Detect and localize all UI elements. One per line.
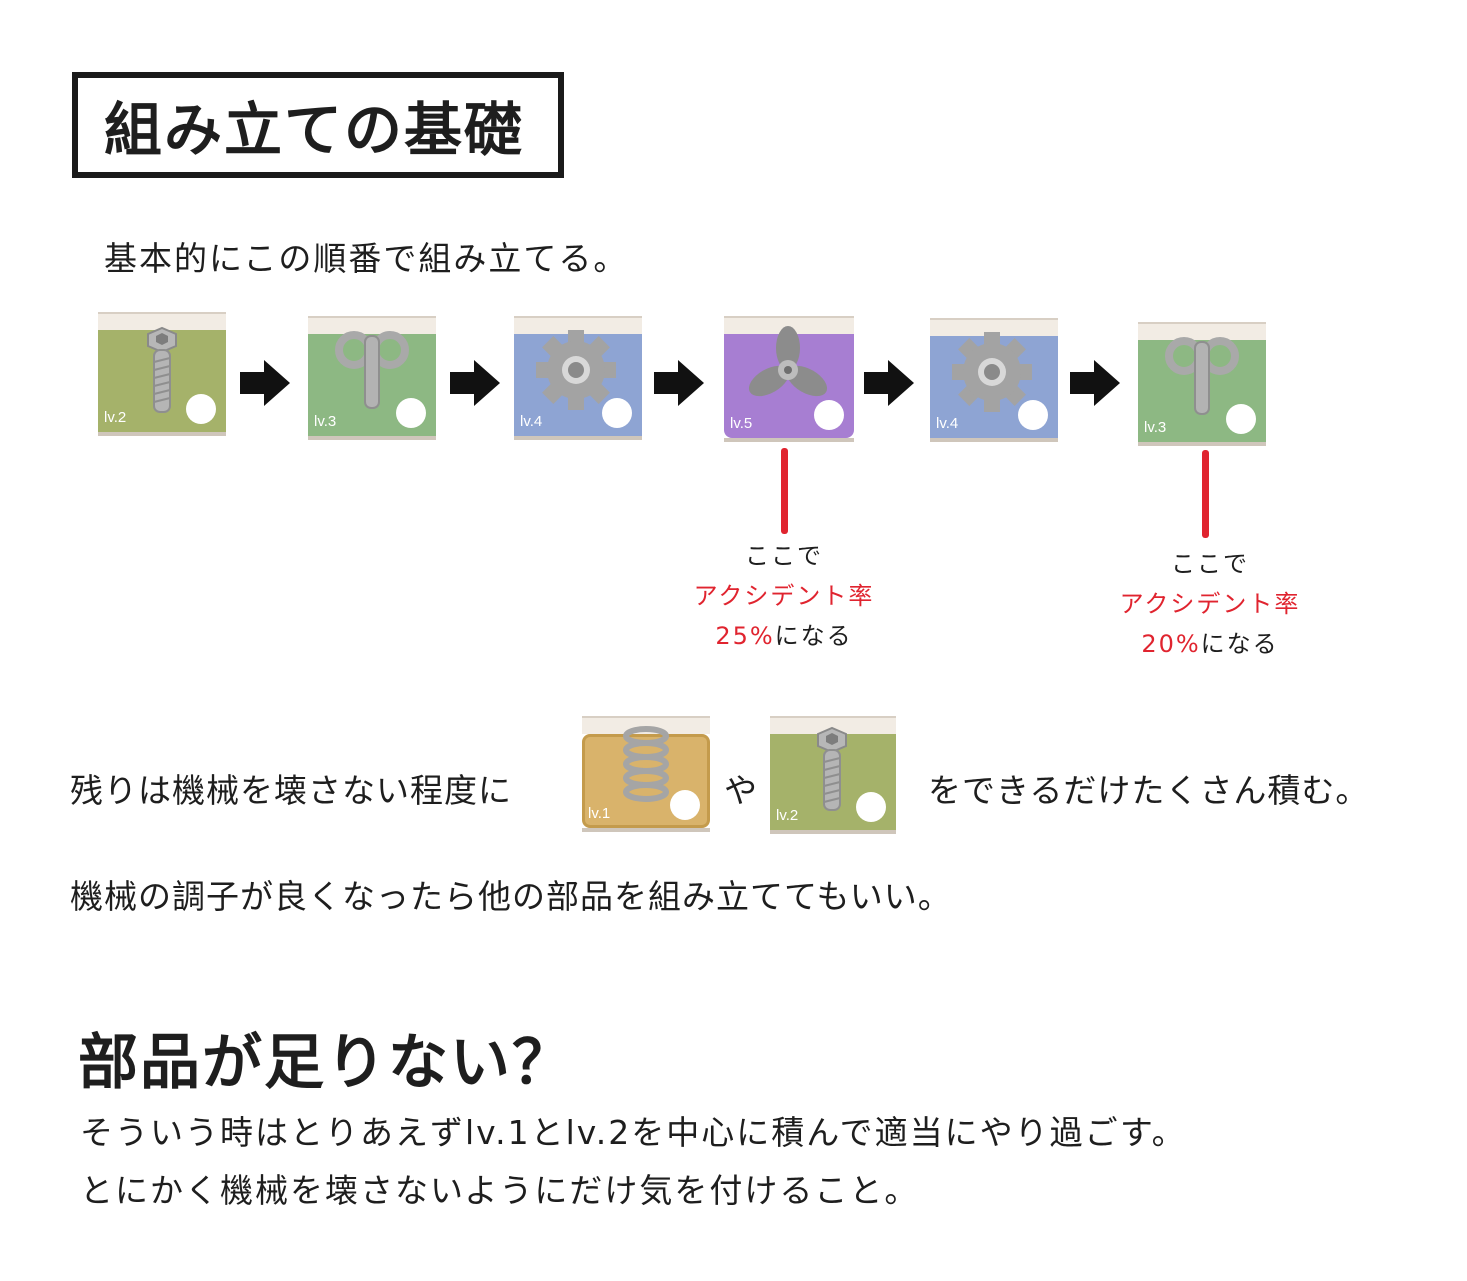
section-heading: 部品が足りない？ bbox=[78, 1028, 574, 1098]
accident-rate: 25% bbox=[715, 622, 775, 650]
arrow-right-icon bbox=[654, 358, 704, 408]
gear-icon bbox=[536, 330, 616, 410]
status-circle bbox=[856, 792, 886, 822]
level-label: lv.2 bbox=[104, 409, 127, 426]
note-line2: アクシデント率 bbox=[1119, 590, 1301, 618]
part-card-bolt: lv.2 bbox=[770, 716, 896, 834]
level-label: lv.1 bbox=[588, 805, 611, 822]
part-card-spring: lv.1 bbox=[582, 716, 710, 832]
status-circle bbox=[602, 398, 632, 428]
arrow-right-icon bbox=[450, 358, 500, 408]
rest-text: 残りは機械を壊さない程度に bbox=[70, 771, 512, 810]
status-circle bbox=[396, 398, 426, 428]
note-line3: 20%になる bbox=[1090, 624, 1330, 664]
part-card-gear: lv.4 bbox=[514, 316, 642, 440]
part-card-bolt: lv.2 bbox=[98, 312, 226, 436]
tip-line-2: とにかく機械を壊さないようにだけ気を付けること。 bbox=[80, 1171, 920, 1210]
arrow-right-icon bbox=[864, 358, 914, 408]
level-label: lv.4 bbox=[520, 413, 543, 430]
level-label: lv.3 bbox=[314, 413, 337, 430]
accident-note: ここで アクシデント率 20%になる bbox=[1090, 544, 1330, 664]
status-circle bbox=[186, 394, 216, 424]
bolt-icon bbox=[147, 326, 177, 413]
note-line3: 25%になる bbox=[664, 616, 904, 656]
note-suffix: になる bbox=[1200, 630, 1279, 658]
ya-text: や bbox=[724, 771, 757, 810]
status-circle bbox=[1226, 404, 1256, 434]
wind-key-icon bbox=[1165, 337, 1239, 415]
note-line1: ここで bbox=[1171, 550, 1249, 578]
status-circle bbox=[1018, 400, 1048, 430]
stack-text: をできるだけたくさん積む。 bbox=[928, 771, 1370, 810]
page-title: 組み立ての基礎 bbox=[72, 72, 564, 178]
bolt-icon bbox=[817, 726, 847, 811]
level-label: lv.3 bbox=[1144, 419, 1167, 436]
level-label: lv.5 bbox=[730, 415, 753, 432]
condition-text: 機械の調子が良くなったら他の部品を組み立ててもいい。 bbox=[70, 877, 952, 916]
arrow-right-icon bbox=[240, 358, 290, 408]
spring-icon bbox=[623, 726, 669, 802]
status-circle bbox=[670, 790, 700, 820]
status-circle bbox=[814, 400, 844, 430]
wind-key-icon bbox=[335, 331, 409, 409]
note-suffix: になる bbox=[774, 622, 853, 650]
level-label: lv.2 bbox=[776, 807, 799, 824]
marker-line bbox=[781, 448, 788, 534]
note-line1: ここで bbox=[745, 542, 823, 570]
intro-text: 基本的にこの順番で組み立てる。 bbox=[104, 239, 629, 278]
fan-icon bbox=[748, 326, 828, 397]
level-label: lv.4 bbox=[936, 415, 959, 432]
gear-icon bbox=[952, 332, 1032, 412]
part-card-gear: lv.4 bbox=[930, 318, 1058, 442]
part-card-wind-key: lv.3 bbox=[308, 316, 436, 440]
accident-note: ここで アクシデント率 25%になる bbox=[664, 536, 904, 656]
tip-line-1: そういう時はとりあえずlv.1とlv.2を中心に積んで適当にやり過ごす。 bbox=[80, 1113, 1187, 1152]
part-card-wind-key: lv.3 bbox=[1138, 322, 1266, 446]
marker-line bbox=[1202, 450, 1209, 538]
note-line2: アクシデント率 bbox=[693, 582, 875, 610]
arrow-right-icon bbox=[1070, 358, 1120, 408]
part-card-fan: lv.5 bbox=[724, 316, 854, 442]
accident-rate: 20% bbox=[1141, 630, 1201, 658]
